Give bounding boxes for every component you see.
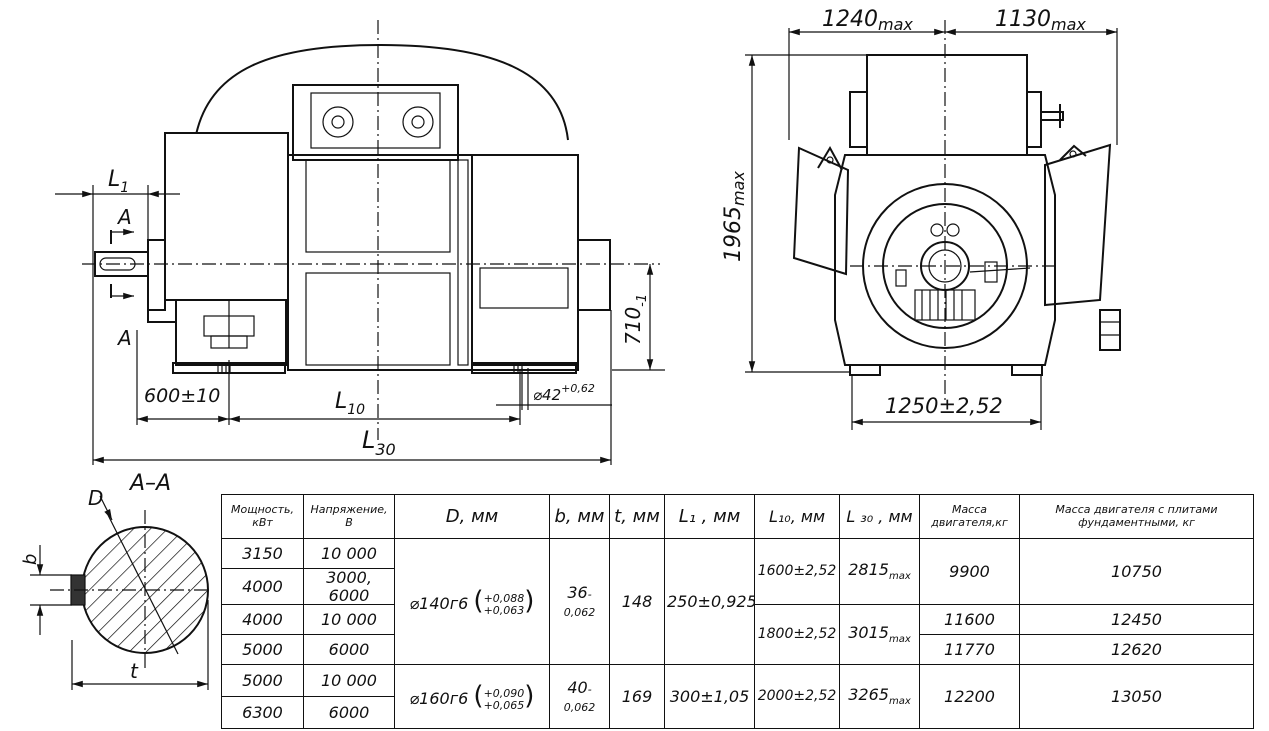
- cell-voltage: 10 000: [303, 664, 395, 698]
- section-a-bottom-label: A: [116, 326, 132, 350]
- cell-voltage: 10 000: [303, 604, 395, 636]
- cell-mass-2: 11600: [919, 604, 1020, 636]
- cell-voltage: 3000, 6000: [303, 567, 395, 606]
- cell-l1-group2: 300±1,05: [664, 664, 755, 730]
- dim-600-label: 600±10: [144, 385, 220, 407]
- cell-l10-2: 1800±2,52: [754, 604, 840, 666]
- section-d-label: D: [88, 486, 103, 510]
- header-mass-plates: Масса двигателя с плитами фундаментными,…: [1019, 494, 1254, 539]
- header-power: Мощность, кВт: [221, 494, 304, 539]
- front-view: [82, 20, 660, 440]
- header-l30: L ₃₀ , мм: [839, 494, 920, 539]
- table-row: 4000 3000, 6000: [221, 567, 1254, 606]
- width-1240-label: 1240max: [822, 7, 913, 34]
- phi42-label: ⌀42+0,62: [533, 382, 595, 404]
- cell-l30-2: 3015max: [839, 604, 920, 666]
- header-b: b, мм: [549, 494, 610, 539]
- cell-power: 5000: [221, 664, 304, 698]
- dim-1250-label: 1250±2,52: [885, 394, 1003, 418]
- width-1130-label: 1130max: [995, 7, 1086, 34]
- cell-mass-1: 9900: [919, 537, 1020, 606]
- cell-mass-plates-2: 12450: [1019, 604, 1254, 636]
- cell-l30-1: 2815max: [839, 537, 920, 606]
- cell-voltage: 6000: [303, 634, 395, 666]
- section-t-label: t: [130, 659, 139, 683]
- spec-table: Мощность, кВт Напряжение, В D, мм b, мм …: [221, 494, 1254, 730]
- section-a-a: A–A D b t: [20, 471, 210, 690]
- table-row: 4000 10 000 1800±2,52 3015max 11600 1245…: [221, 604, 1254, 666]
- header-l1: L₁ , мм: [664, 494, 755, 539]
- header-t: t, мм: [609, 494, 665, 539]
- dim-710-label: 710-1: [621, 294, 650, 345]
- l1-label: L1: [108, 167, 129, 196]
- cell-voltage: 6000: [303, 696, 395, 730]
- cell-power: 4000: [221, 604, 304, 636]
- cell-l1-group1: 250±0,925: [664, 537, 755, 666]
- side-view-dimensions: 1240max 1130max 1965max 1250±2,52: [721, 7, 1118, 430]
- header-l10: L₁₀, мм: [754, 494, 840, 539]
- cell-t-group2: 169: [609, 664, 665, 730]
- cell-mass-plates-1: 10750: [1019, 537, 1254, 606]
- cell-d-group2: ⌀160г6 (+0,090+0,065): [394, 664, 550, 730]
- section-b-label: b: [20, 554, 41, 565]
- header-d: D, мм: [394, 494, 550, 539]
- header-voltage: Напряжение, В: [303, 494, 395, 539]
- cell-d-group1: ⌀140г6 (+0,088+0,063): [394, 537, 550, 666]
- cell-b-group1: 36-0,062: [549, 537, 610, 666]
- section-a-top-label: A: [116, 205, 132, 229]
- cell-voltage: 10 000: [303, 538, 395, 569]
- side-view: [792, 20, 1121, 400]
- cell-power: 6300: [221, 696, 304, 730]
- l10-label: L10: [335, 389, 365, 418]
- cell-t-group1: 148: [609, 537, 665, 666]
- cell-power: 3150: [221, 538, 304, 569]
- l30-label: L30: [362, 426, 396, 459]
- section-title: A–A: [128, 471, 171, 496]
- front-view-dimensions: L1 A A 600±10 L10 L30 ⌀42+0,62 710-1: [55, 167, 665, 465]
- cell-l10-3: 2000±2,52: [754, 664, 840, 730]
- cell-power: 5000: [221, 634, 304, 666]
- header-mass: Масса двигателя,кг: [919, 494, 1020, 539]
- table-row: 6300 6000: [221, 696, 1254, 730]
- height-1965-label: 1965max: [721, 171, 748, 262]
- cell-mass-4: 12200: [919, 664, 1020, 730]
- cell-l30-3: 3265max: [839, 664, 920, 730]
- table-header-row: Мощность, кВт Напряжение, В D, мм b, мм …: [221, 494, 1254, 539]
- cell-mass-plates-3: 12620: [1019, 634, 1254, 666]
- table-row: 5000 10 000 ⌀160г6 (+0,090+0,065) 40-0,0…: [221, 664, 1254, 730]
- table-row: 3150 10 000 ⌀140г6 (+0,088+0,063) 36-0,0…: [221, 537, 1254, 666]
- cell-mass-plates-4: 13050: [1019, 664, 1254, 730]
- cell-b-group2: 40-0,062: [549, 664, 610, 730]
- cell-power: 4000: [221, 567, 304, 606]
- cell-l10-1: 1600±2,52: [754, 537, 840, 606]
- cell-mass-3: 11770: [919, 634, 1020, 666]
